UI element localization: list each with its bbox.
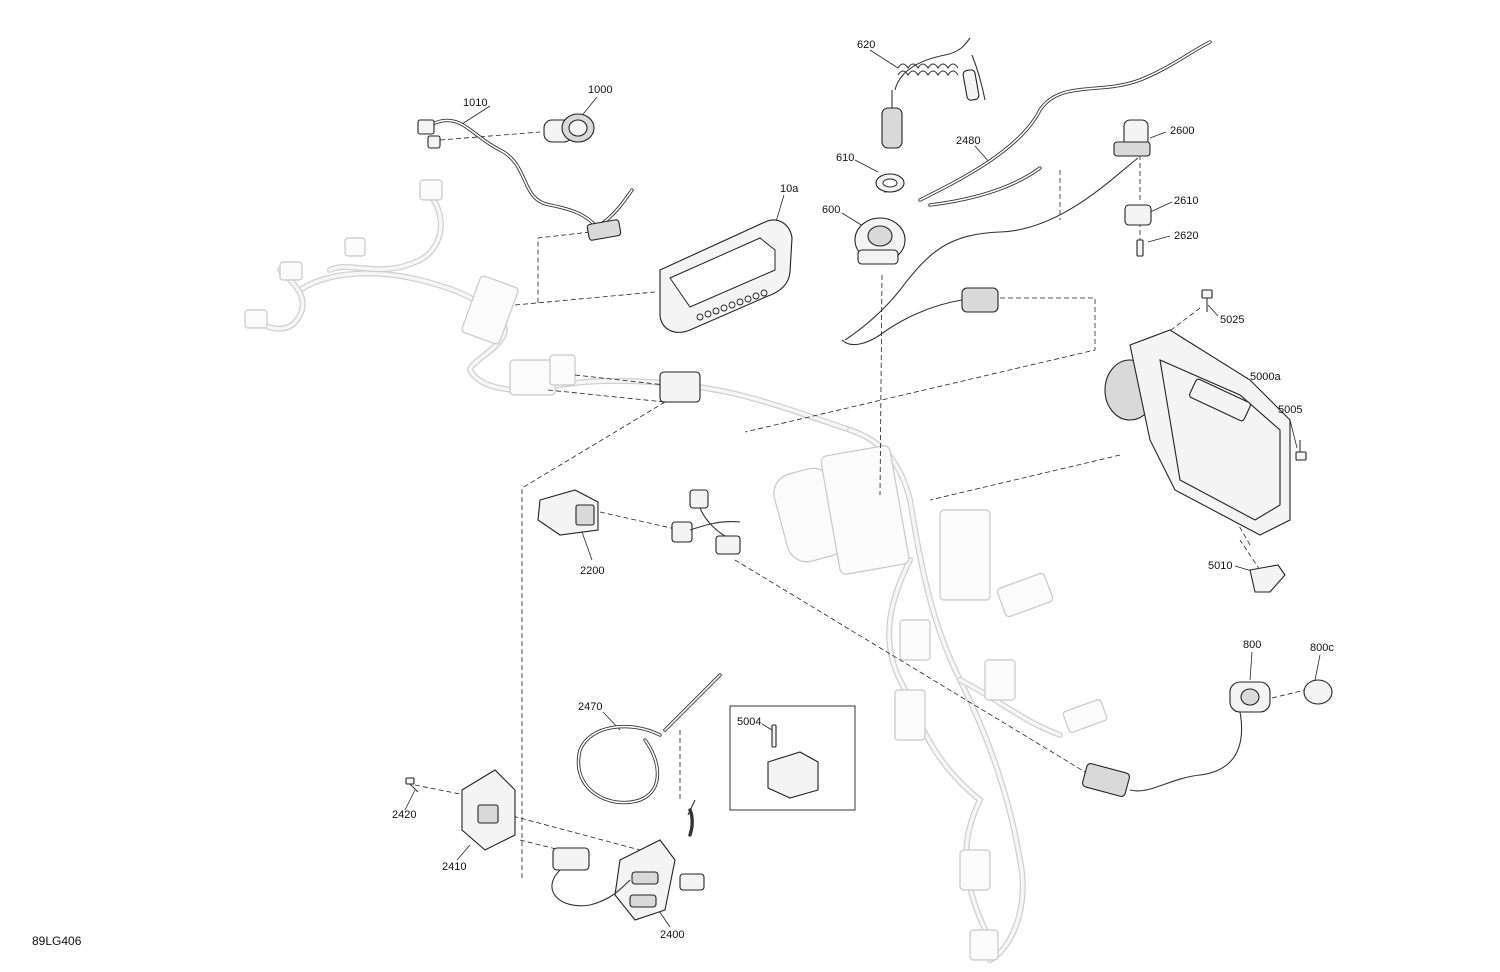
callout-610: 610 (836, 152, 854, 164)
callout-1000: 1000 (588, 84, 612, 96)
callout-5000a: 5000a (1250, 371, 1281, 383)
part-600-switch (854, 217, 906, 265)
part-5005-screw (1295, 440, 1307, 461)
callout-2470: 2470 (578, 701, 602, 713)
part-2600-sensor (844, 119, 1152, 341)
callout-620: 620 (857, 39, 875, 51)
part-2400-switch (551, 799, 705, 921)
callout-2420: 2420 (392, 809, 416, 821)
part-5004-inset (729, 705, 856, 811)
callout-800: 800 (1243, 639, 1261, 651)
callout-2400: 2400 (660, 929, 684, 941)
main-harness-ghost (244, 179, 1108, 963)
part-800-outlet (1081, 681, 1271, 797)
callout-1010: 1010 (463, 97, 487, 109)
callout-labels: 620 1000 1010 610 2480 2600 10a 600 2610… (392, 39, 1334, 941)
callout-5005: 5005 (1278, 404, 1302, 416)
callout-5025: 5025 (1220, 314, 1244, 326)
part-connectors-mid (659, 371, 741, 555)
callout-600: 600 (822, 204, 840, 216)
callout-2410: 2410 (442, 861, 466, 873)
part-1010-harness (417, 118, 634, 241)
callout-2600: 2600 (1170, 125, 1194, 137)
callout-5004: 5004 (737, 716, 761, 728)
part-5000a-module (1104, 329, 1291, 536)
callout-5010: 5010 (1208, 560, 1232, 572)
callout-10a: 10a (780, 183, 799, 195)
part-10a-display (659, 219, 793, 333)
part-connector-upper (841, 287, 999, 346)
part-2470-cable (576, 673, 722, 805)
part-2480-cable (918, 40, 1212, 207)
callout-2620: 2620 (1174, 230, 1198, 242)
callout-2610: 2610 (1174, 195, 1198, 207)
callout-2200: 2200 (580, 565, 604, 577)
callout-800c: 800c (1310, 642, 1334, 654)
part-2420-screw (405, 777, 419, 793)
part-5010-bracket (1249, 564, 1286, 593)
part-800c-cap (1303, 679, 1333, 705)
part-620-lanyard (881, 37, 986, 149)
part-2200-module (537, 489, 599, 536)
part-2410-cover (461, 769, 516, 851)
part-5025-bolt (1201, 289, 1213, 312)
callout-2480: 2480 (956, 135, 980, 147)
drawing-code: 89LG406 (32, 934, 82, 948)
part-1000-socket (543, 113, 595, 143)
part-610-ring (875, 173, 905, 193)
